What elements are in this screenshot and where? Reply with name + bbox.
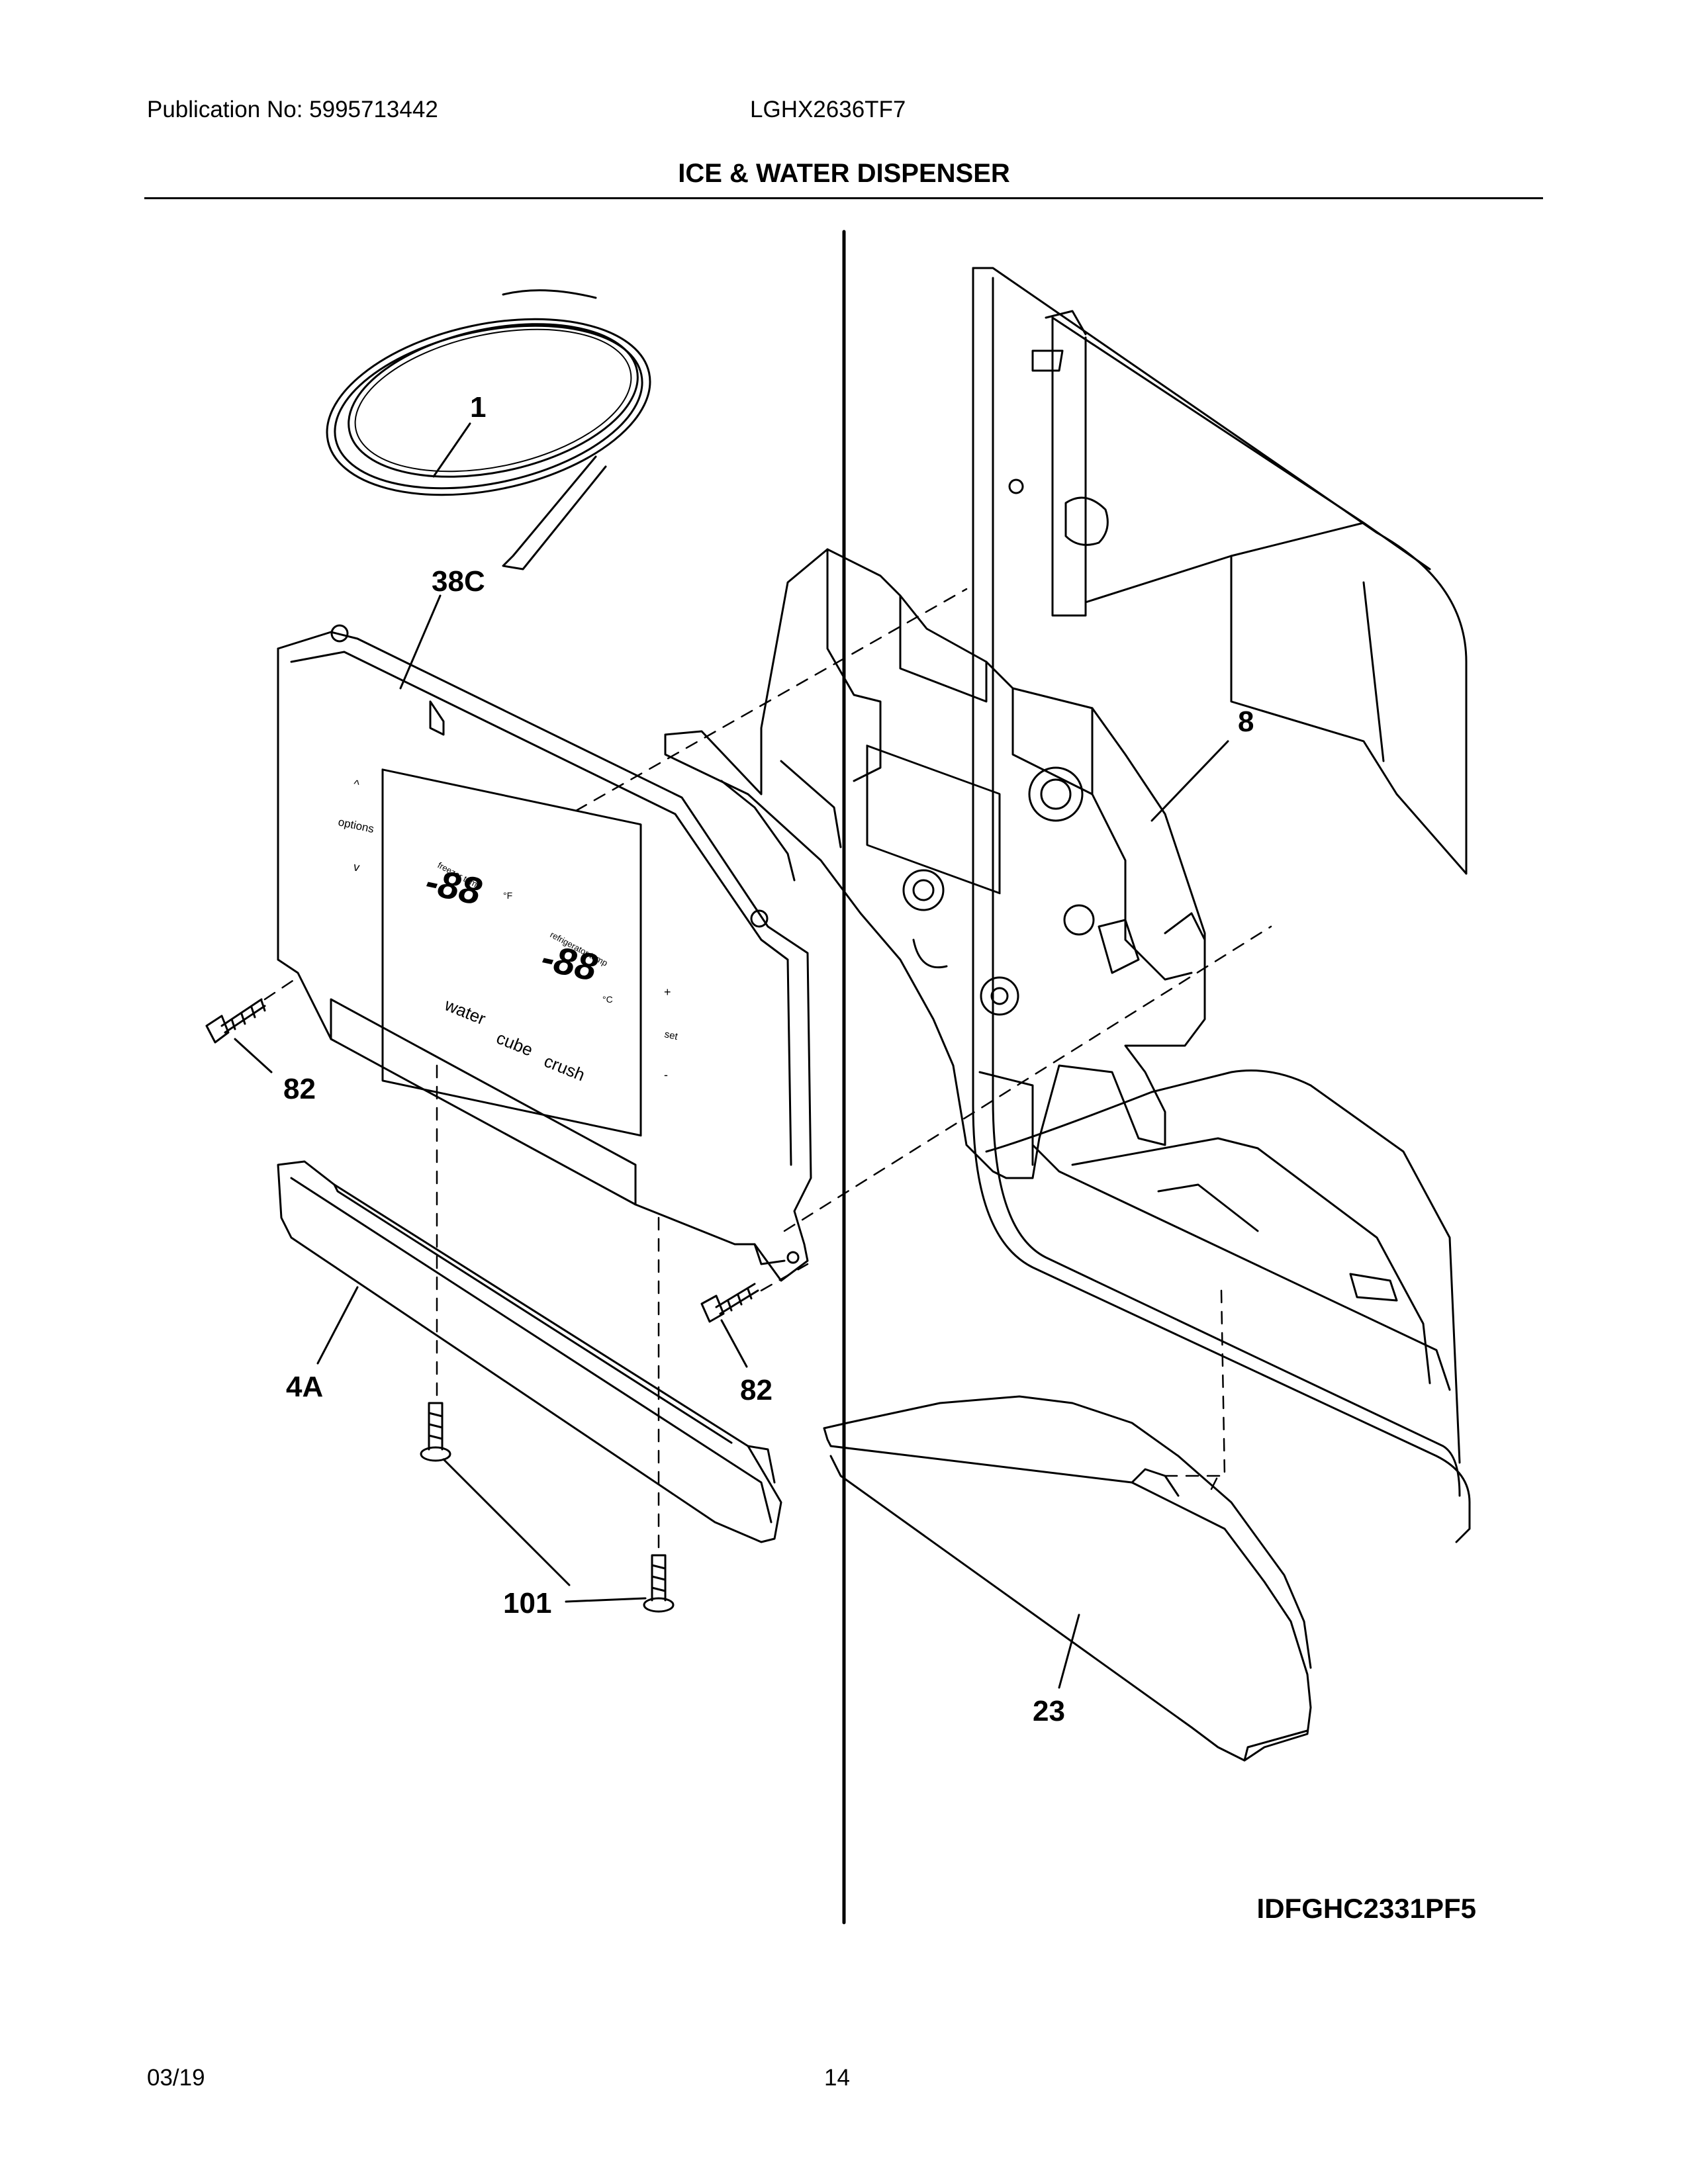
- control-panel-part: [277, 624, 812, 1282]
- freezer-unit-f: °F: [503, 890, 512, 901]
- publication-number: Publication No: 5995713442: [147, 97, 438, 122]
- water-tubing-part: [326, 289, 651, 570]
- panel-label-up: ^: [352, 777, 361, 791]
- panel-label-down: v: [352, 860, 361, 874]
- panel-label-options: options: [337, 815, 375, 835]
- callout-82-left: 82: [283, 1073, 316, 1105]
- callout-8: 8: [1238, 705, 1254, 738]
- panel-label-minus: -: [664, 1068, 668, 1081]
- callout-23: 23: [1033, 1695, 1065, 1727]
- dispenser-housing-part: [664, 548, 1206, 1179]
- lower-trim-part: [277, 1160, 782, 1543]
- freezer-display: -88: [422, 860, 485, 913]
- diagram-code: IDFGHC2331PF5: [1256, 1893, 1476, 1924]
- screw-101-lower: [643, 1554, 675, 1613]
- callout-82-right: 82: [740, 1374, 773, 1406]
- model-number: LGHX2636TF7: [750, 97, 906, 122]
- panel-label-plus: +: [664, 985, 671, 999]
- screw-101-upper: [420, 1402, 451, 1462]
- panel-label-set: set: [663, 1028, 679, 1042]
- fridge-display: -88: [538, 936, 601, 989]
- panel-label-cube: cube: [494, 1028, 536, 1060]
- page-number: 14: [824, 2065, 850, 2091]
- panel-label-water: water: [442, 994, 489, 1028]
- callout-1: 1: [470, 391, 486, 424]
- callout-38c: 38C: [432, 565, 485, 598]
- screw-82-right: [700, 1283, 759, 1323]
- page-title: ICE & WATER DISPENSER: [678, 159, 1010, 188]
- panel-label-crush: crush: [541, 1051, 588, 1085]
- screw-82-left: [205, 998, 266, 1044]
- leader-lines: [234, 422, 1229, 1689]
- callout-4a: 4A: [286, 1371, 323, 1403]
- callout-101: 101: [503, 1587, 551, 1619]
- footer-date: 03/19: [147, 2065, 205, 2091]
- fridge-unit-c: °C: [602, 994, 613, 1005]
- drip-tray-part: [823, 1395, 1312, 1762]
- dispenser-recess-part: [972, 267, 1471, 1543]
- title-rule: [144, 197, 1543, 199]
- alignment-lines: [263, 588, 1272, 1557]
